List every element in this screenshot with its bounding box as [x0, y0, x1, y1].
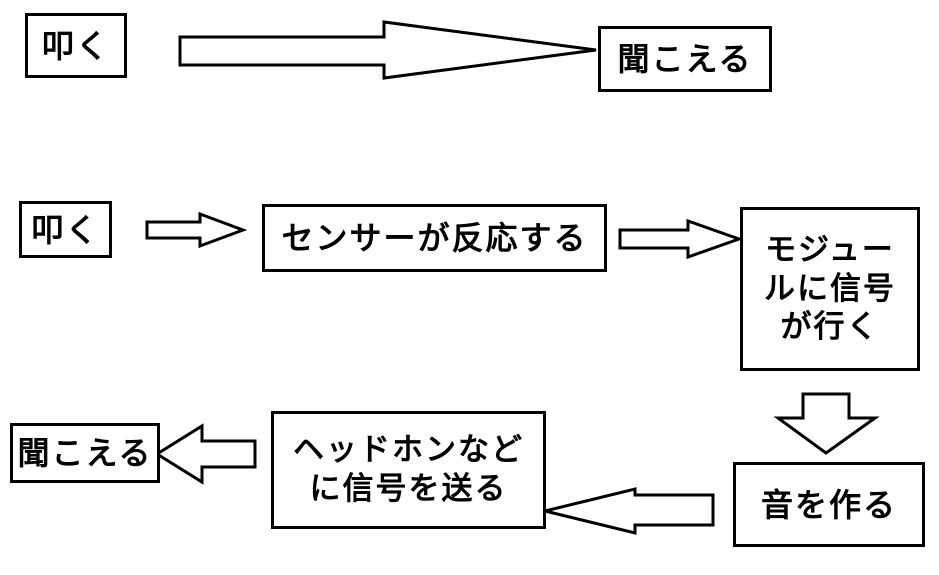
hear-box-flow: 聞こえる — [10, 423, 160, 483]
tap-box-top: 叩く — [25, 13, 127, 78]
module-box: モジュー ルに信号 が行く — [740, 207, 920, 371]
hear-box-top: 聞こえる — [598, 26, 772, 92]
hear-label: 聞こえる — [17, 434, 153, 472]
tap-box-flow: 叩く — [19, 201, 112, 258]
module-label-line3: が行く — [780, 309, 880, 346]
arrow-left-1 — [544, 487, 715, 535]
make-sound-box: 音を作る — [733, 462, 925, 547]
sensor-box: センサーが反応する — [262, 204, 607, 272]
headphone-label-line2: に信号を送る — [309, 471, 508, 507]
sensor-label: センサーが反応する — [281, 219, 588, 257]
module-label-line1: モジュー — [765, 231, 895, 268]
make-sound-label: 音を作る — [760, 485, 897, 524]
hear-label: 聞こえる — [617, 40, 753, 78]
long-arrow-right — [178, 20, 597, 80]
module-label-line2: ルに信号 — [764, 270, 896, 307]
headphone-label-line1: ヘッドホンなど — [293, 432, 524, 469]
headphone-box: ヘッドホンなど に信号を送る — [271, 411, 546, 529]
arrow-right-1 — [145, 211, 248, 249]
tap-label: 叩く — [41, 26, 110, 65]
tap-label: 叩く — [31, 210, 100, 249]
arrow-down — [773, 392, 880, 455]
arrow-right-2 — [618, 218, 744, 260]
arrow-left-2 — [154, 423, 257, 485]
